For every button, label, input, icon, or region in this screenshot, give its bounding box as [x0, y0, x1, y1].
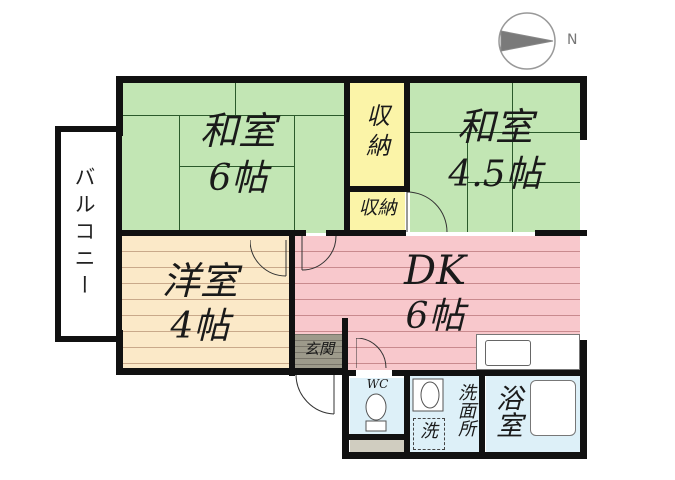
balcony: バルコニー — [55, 126, 122, 342]
storage-large-label-1: 収 — [366, 102, 390, 130]
washitsu-4-5-name: 和室 — [456, 105, 533, 149]
room-genkan — [295, 334, 343, 370]
washitsu-4-5-size: 4.5帖 — [448, 154, 542, 195]
genkan-label: 玄関 — [303, 340, 334, 358]
washitsu-6-size: 6帖 — [208, 158, 268, 199]
bath-label: 浴室 — [491, 384, 522, 438]
door-swing-icon — [295, 374, 335, 415]
door-swing-icon — [406, 191, 448, 233]
kitchen-counter — [476, 334, 580, 370]
washitsu-6-name: 和室 — [199, 109, 276, 153]
room-washitsu-6 — [122, 82, 350, 233]
wc-shelf — [350, 440, 405, 452]
washbasin-icon — [412, 378, 444, 412]
room-storage-large — [350, 82, 405, 187]
room-storage-small — [350, 192, 405, 232]
youshitsu-name: 洋室 — [161, 259, 238, 303]
washroom-label: 洗面所 — [455, 383, 476, 437]
dk-size: 6帖 — [405, 296, 465, 337]
toilet-icon — [365, 393, 387, 432]
north-arrow-icon — [498, 12, 556, 70]
washer-label: 洗 — [420, 421, 438, 442]
door-swing-icon — [356, 338, 387, 369]
room-youshitsu — [122, 236, 290, 370]
dk-name: DK — [404, 248, 466, 294]
storage-large-label-2: 納 — [366, 132, 390, 160]
storage-small-label: 収納 — [358, 197, 397, 219]
balcony-label: バルコニー — [72, 166, 96, 301]
compass-north-label: N — [567, 32, 578, 48]
door-swing-icon — [250, 239, 287, 277]
compass: N — [497, 10, 587, 72]
door-swing-icon — [301, 236, 337, 271]
wc-label: WC — [366, 377, 389, 391]
washing-machine-space — [413, 418, 445, 450]
kitchen-sink — [485, 340, 531, 366]
youshitsu-size: 4帖 — [170, 306, 230, 347]
bathtub — [530, 380, 576, 436]
